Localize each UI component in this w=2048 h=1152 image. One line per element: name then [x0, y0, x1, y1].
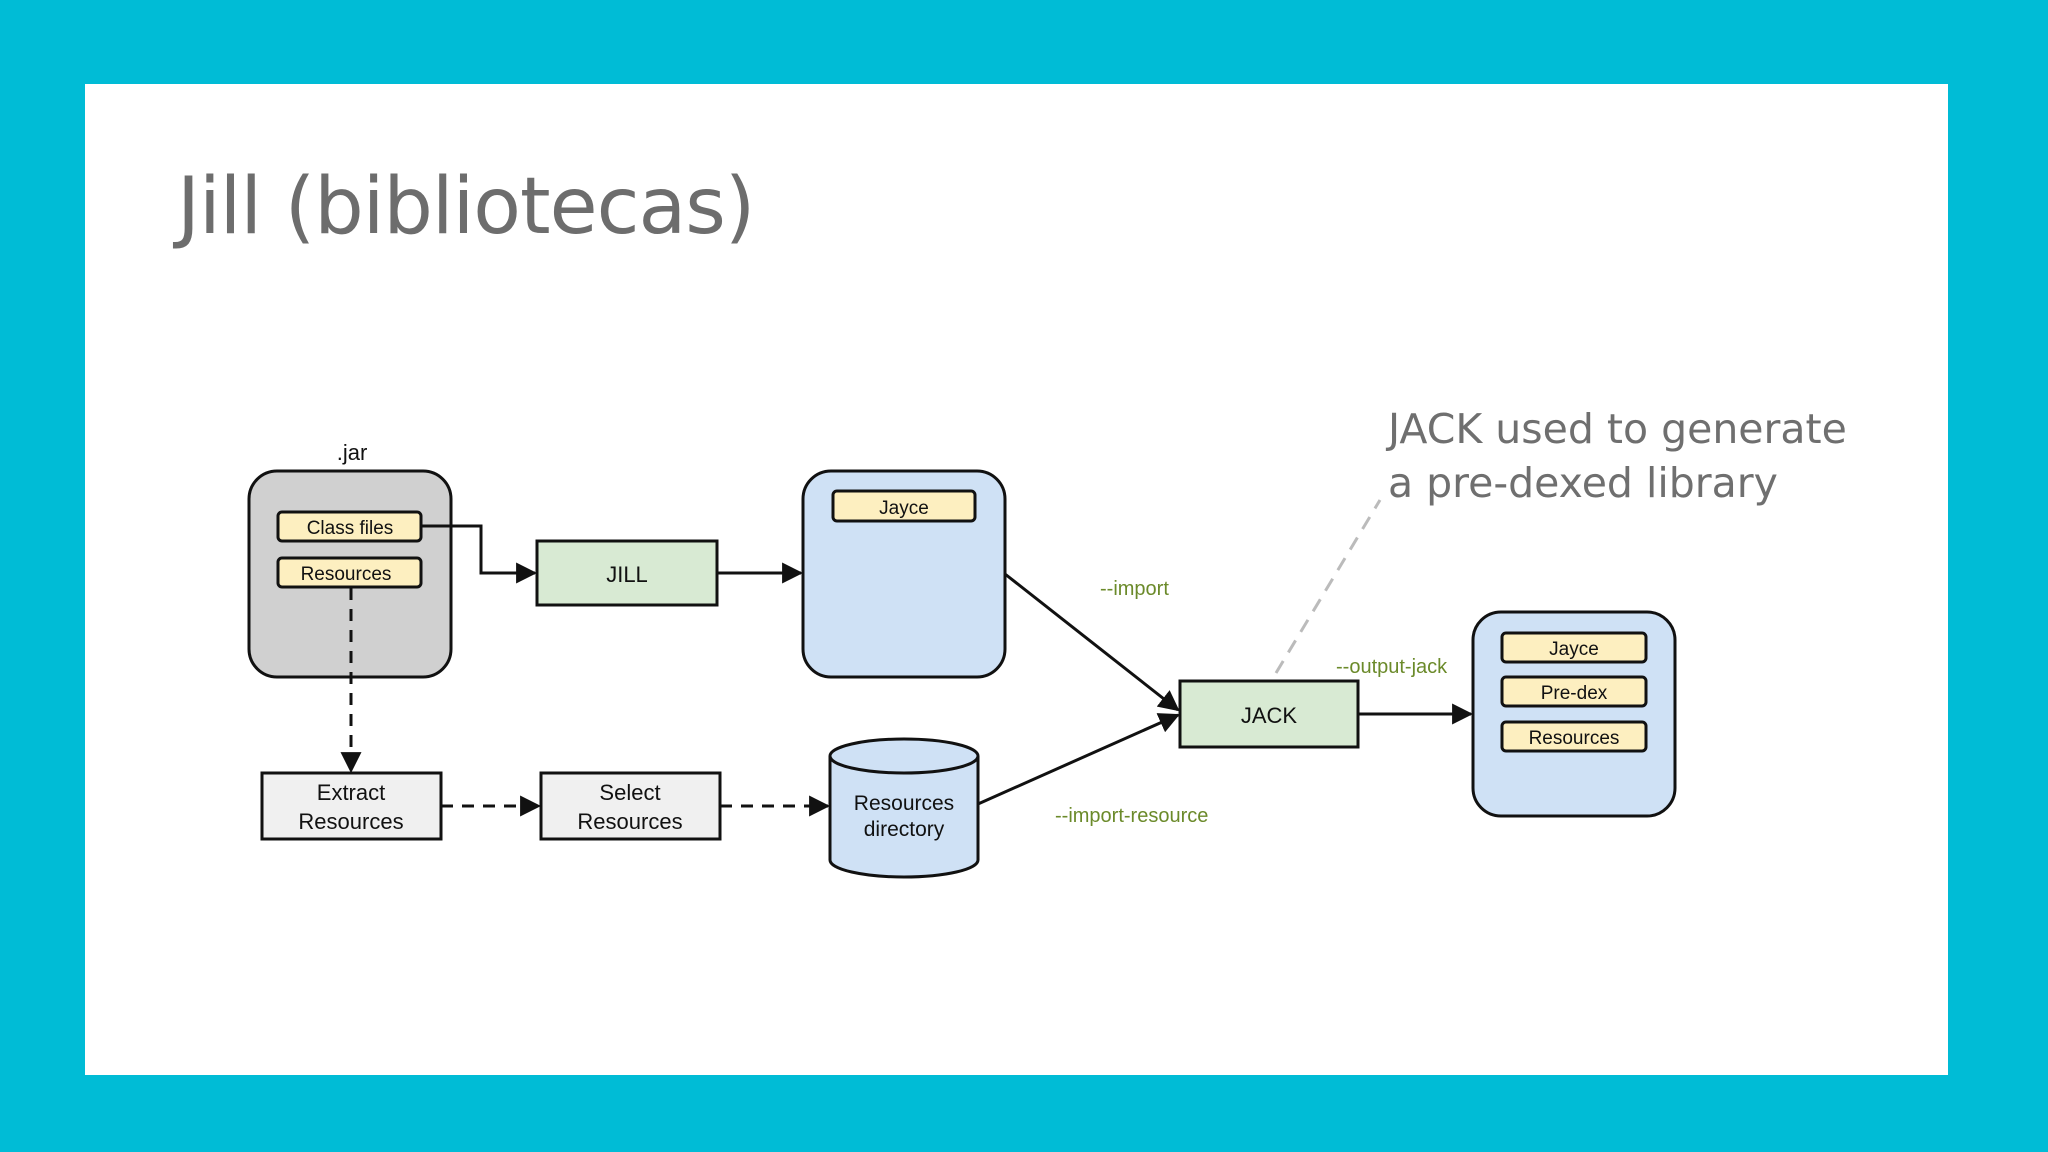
extract-resources-label-1: Extract [317, 780, 385, 805]
annotation-line-1: JACK used to generate [1385, 405, 1847, 453]
edge-label-import: --import [1100, 578, 1169, 600]
output-jayce-box [1500, 631, 1648, 664]
annotation-leader-line [1274, 499, 1382, 674]
jack-label: JACK [1241, 703, 1298, 728]
select-resources-label-1: Select [599, 780, 660, 805]
class-files-label: Class files [307, 518, 394, 539]
jill-label: JILL [606, 562, 648, 587]
arrow-jayce-to-jack [1004, 572, 1180, 712]
resources-directory-label-1: Resources [854, 792, 954, 815]
slide-title: Jill (bibliotecas) [177, 162, 755, 252]
output-pre-dex-box [1500, 675, 1648, 708]
resources-directory-label-2: directory [864, 818, 945, 841]
arrow-class-files-to-jill [421, 524, 538, 584]
extract-resources-label-2: Resources [298, 809, 403, 834]
jar-label: .jar [337, 440, 368, 465]
output-pre-dex-label: Pre-dex [1541, 683, 1608, 704]
jar-resources-label: Resources [301, 564, 392, 585]
edge-label-import-resource: --import-resource [1055, 805, 1208, 827]
annotation-line-2: a pre-dexed library [1388, 459, 1778, 507]
jar-resources-box [276, 556, 423, 589]
jayce-label: Jayce [879, 498, 929, 519]
edge-label-output-jack: --output-jack [1336, 656, 1448, 678]
select-resources-label-2: Resources [577, 809, 682, 834]
resources-directory-cylinder [828, 737, 980, 879]
jack-box [1178, 679, 1360, 749]
select-resources-box [539, 771, 722, 841]
output-jayce-label: Jayce [1549, 639, 1599, 660]
jayce-box [831, 489, 977, 523]
output-resources-label: Resources [1529, 728, 1620, 749]
output-resources-box [1500, 720, 1648, 753]
arrow-resources-dir-to-jack [977, 713, 1180, 806]
